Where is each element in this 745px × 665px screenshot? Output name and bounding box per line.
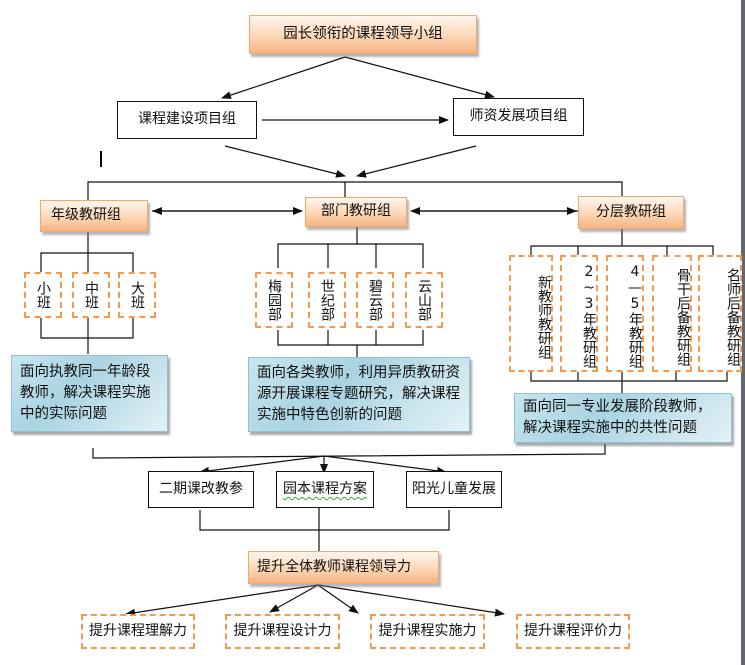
- layer-group-description-text: 面向同一专业发展阶段教师，解决课程实施中的共性问题: [523, 398, 712, 436]
- grade-child-label: 大班: [129, 281, 145, 309]
- dept-group-description: 面向各类教师，利用异质教研资源开展课程专题研究，解决课程实施中特色创新的问题: [248, 357, 470, 432]
- goal-label: 提升全体教师课程领导力: [257, 558, 411, 575]
- leadership-group-label: 园长领衔的课程领导小组: [283, 26, 443, 43]
- dept-child-box: 碧云部: [356, 272, 394, 328]
- grade-child-label: 中班: [83, 281, 99, 309]
- grade-group-description-text: 面向执教同一年龄段教师，解决课程实施中的实际问题: [20, 363, 151, 422]
- textbook-resource-label: 二期课改教参: [159, 480, 243, 497]
- ability-label: 提升课程评价力: [524, 622, 622, 639]
- layer-child-box: 2~3年教研组: [560, 255, 598, 372]
- layer-child-box: 名师后备教研组: [698, 255, 742, 372]
- layer-group-description: 面向同一专业发展阶段教师，解决课程实施中的共性问题: [514, 393, 732, 443]
- dept-child-label: 世纪部: [319, 279, 335, 321]
- dept-child-label: 碧云部: [367, 279, 383, 321]
- arrow-teacher-down: [356, 145, 477, 178]
- textbook-resource-box: 二期课改教参: [148, 471, 254, 508]
- grade-child-box: 大班: [118, 272, 156, 318]
- arrow-top-to-teacher: [344, 56, 495, 99]
- dept-research-group-box: 部门教研组: [305, 197, 407, 227]
- teacher-project-group-box: 师资发展项目组: [453, 98, 584, 136]
- grade-child-box: 中班: [72, 272, 110, 318]
- grade-research-group-box: 年级教研组: [40, 200, 148, 232]
- layer-child-label: 4—5年教研组: [627, 263, 643, 368]
- ability-label: 提升课程理解力: [89, 622, 187, 639]
- layer-child-label: 名师后备教研组: [725, 267, 741, 366]
- arrow-to-design: [269, 584, 319, 613]
- ability-label: 提升课程设计力: [233, 622, 332, 639]
- teacher-project-group-label: 师资发展项目组: [469, 108, 568, 125]
- arrow-to-implementation: [317, 584, 359, 614]
- layer-child-box: 骨干后备教研组: [652, 255, 692, 372]
- arrow-curriculum-down: [224, 145, 346, 178]
- school-plan-resource-label: 园本课程方案: [283, 480, 367, 497]
- dept-research-group-label: 部门教研组: [321, 203, 391, 220]
- arrow-top-to-curriculum: [221, 56, 346, 99]
- ability-label: 提升课程实施力: [378, 622, 477, 639]
- dept-child-box: 梅园部: [255, 272, 293, 328]
- dept-child-label: 梅园部: [266, 279, 282, 321]
- dept-child-box: 云山部: [405, 272, 443, 328]
- dept-child-box: 世纪部: [308, 272, 346, 328]
- grade-child-label: 小班: [35, 281, 51, 309]
- child-development-resource-label: 阳光儿童发展: [412, 480, 496, 497]
- layer-child-label: 2~3年教研组: [581, 263, 597, 368]
- ability-implementation-box: 提升课程实施力: [370, 614, 485, 649]
- dept-group-description-text: 面向各类教师，利用异质教研资源开展课程专题研究，解决课程实施中特色创新的问题: [257, 364, 460, 423]
- curriculum-project-group-label: 课程建设项目组: [138, 111, 236, 128]
- school-plan-resource-box: 园本课程方案: [276, 471, 374, 508]
- grade-research-group-label: 年级教研组: [51, 207, 121, 224]
- layer-research-group-box: 分层教研组: [578, 196, 684, 229]
- layer-child-label: 骨干后备教研组: [675, 267, 691, 366]
- arrow-to-textbook: [199, 455, 325, 475]
- ability-design-box: 提升课程设计力: [225, 614, 340, 649]
- arrow-to-child-dev: [323, 455, 447, 475]
- goal-box: 提升全体教师课程领导力: [248, 551, 439, 584]
- grade-group-description: 面向执教同一年龄段教师，解决课程实施中的实际问题: [11, 355, 168, 432]
- arrow-to-understanding: [125, 584, 319, 617]
- dept-child-label: 云山部: [416, 279, 432, 321]
- layer-child-box: 4—5年教研组: [606, 255, 644, 372]
- ability-evaluation-box: 提升课程评价力: [516, 614, 630, 649]
- text-cursor: [100, 151, 102, 167]
- arrow-to-evaluation: [317, 584, 505, 617]
- layer-research-group-label: 分层教研组: [596, 203, 666, 220]
- merge-line: [92, 444, 606, 459]
- leadership-group-box: 园长领衔的课程领导小组: [249, 15, 477, 54]
- grade-child-box: 小班: [24, 272, 62, 318]
- layer-child-label: 新教师教研组: [536, 274, 552, 359]
- layer-child-box: 新教师教研组: [509, 255, 553, 372]
- ability-understanding-box: 提升课程理解力: [81, 614, 195, 649]
- curriculum-project-group-box: 课程建设项目组: [117, 101, 257, 139]
- child-development-resource-box: 阳光儿童发展: [406, 471, 502, 508]
- window-edge: [741, 0, 745, 665]
